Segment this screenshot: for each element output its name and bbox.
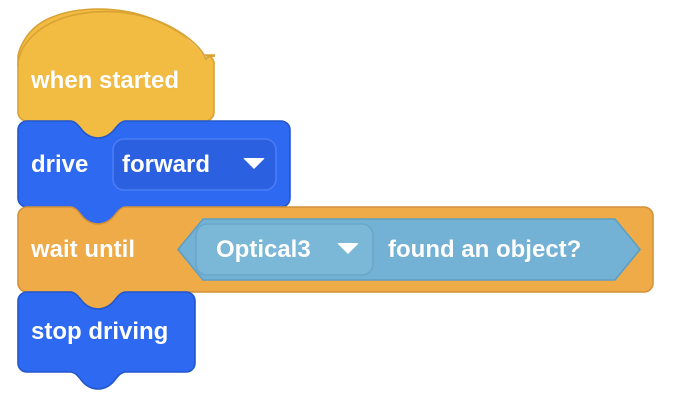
direction-dropdown-value[interactable]: forward: [122, 151, 211, 178]
wait-until-label: wait until: [31, 236, 135, 263]
block-drive-forward[interactable]: [17, 120, 291, 225]
stop-driving-shape[interactable]: [17, 291, 196, 390]
stop-driving-label: stop driving: [31, 318, 169, 345]
when-started-hat-outline: [17, 10, 216, 67]
drive-label: drive: [31, 151, 89, 178]
found-an-object-label: found an object?: [388, 236, 582, 263]
direction-dropdown-field[interactable]: [112, 138, 277, 191]
block-stop-driving[interactable]: [17, 291, 196, 390]
chevron-down-icon[interactable]: [337, 243, 359, 254]
block-wait-until[interactable]: [17, 206, 654, 310]
optical-sensor-dropdown-field[interactable]: [195, 223, 374, 276]
when-started-hat-dome: [18, 12, 215, 65]
chevron-down-icon[interactable]: [243, 158, 265, 169]
optical-sensor-dropdown-value[interactable]: Optical3: [216, 236, 311, 263]
block-when-started[interactable]: [17, 8, 216, 139]
when-started-label: when started: [31, 67, 180, 94]
